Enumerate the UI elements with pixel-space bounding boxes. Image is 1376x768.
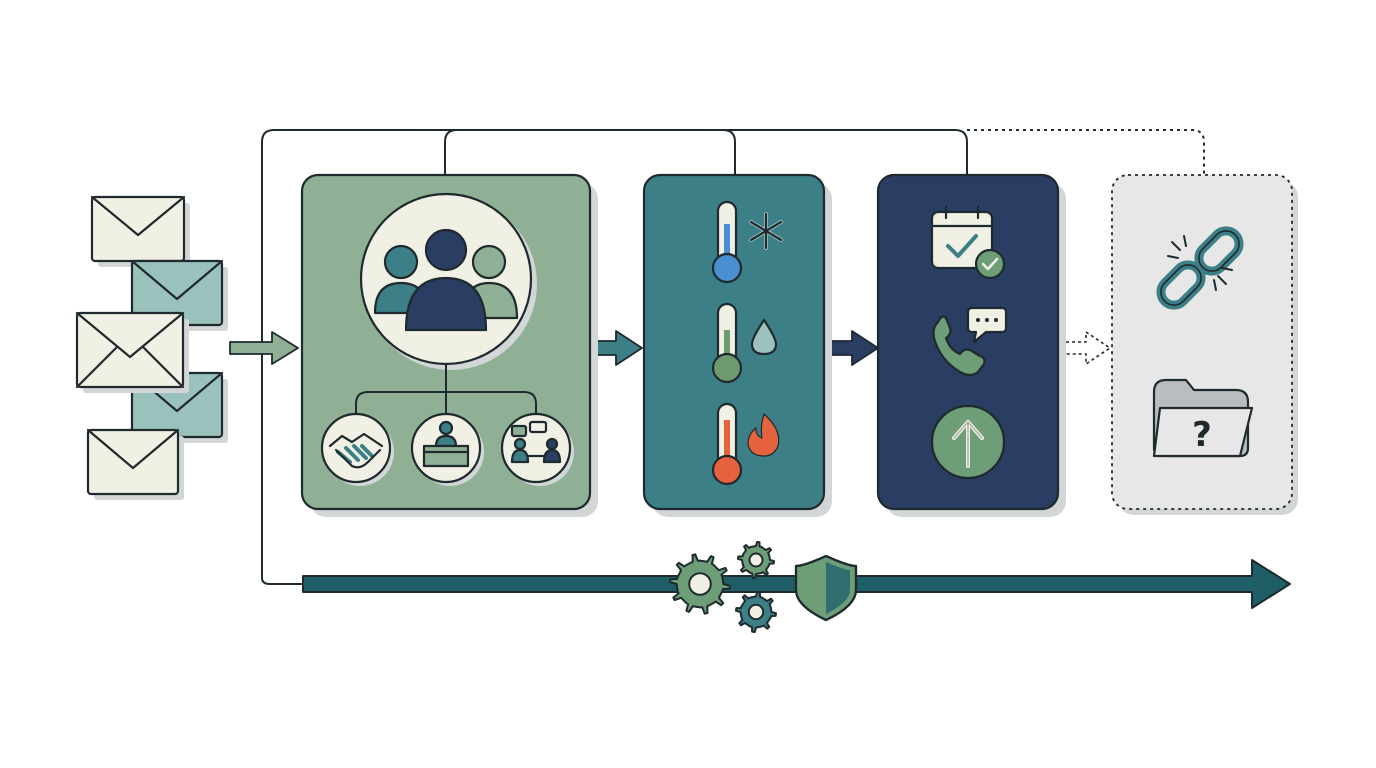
unknown-panel: ? — [1111, 174, 1298, 515]
calendar-check-icon — [930, 204, 1006, 280]
cold-thermometer-icon — [711, 200, 743, 284]
shield-icon — [794, 554, 858, 622]
folder-question-mark: ? — [1192, 415, 1212, 455]
small-gear-bottom-hub — [747, 603, 765, 621]
dashed-arrow-into-unknown — [1059, 331, 1111, 365]
desk-meeting-icon — [410, 412, 484, 486]
snowflake-icon — [749, 212, 783, 250]
folder-question-icon: ? — [1152, 378, 1254, 458]
pipeline-arrow — [261, 559, 1291, 609]
actions-panel — [876, 173, 1066, 517]
upgrade-arrow-icon — [930, 404, 1006, 480]
segmentation-panel — [300, 173, 598, 517]
handshake-icon — [320, 412, 394, 486]
flame-icon — [747, 413, 780, 457]
arrow-into-segmentation — [229, 331, 299, 365]
routing-lines — [261, 129, 1205, 578]
segment-connector-lines — [355, 364, 537, 414]
warm-thermometer-icon — [711, 302, 743, 384]
envelope-stack — [75, 195, 228, 500]
broken-link-icon — [1156, 226, 1244, 310]
conversation-icon — [500, 412, 574, 486]
envelope-icon — [90, 195, 190, 267]
phone-chat-icon — [932, 306, 1008, 377]
envelope-icon — [75, 311, 189, 393]
people-group-icon — [359, 192, 537, 370]
arrow-into-actions — [824, 330, 879, 366]
scoring-panel — [642, 173, 832, 517]
water-drop-icon — [750, 318, 778, 356]
dashed-route-line — [967, 129, 1205, 175]
small-gear-top-hub — [748, 552, 764, 568]
large-gear-hub — [688, 572, 712, 596]
envelope-icon — [86, 428, 184, 500]
gears-icon — [669, 541, 777, 633]
hot-thermometer-icon — [711, 402, 743, 486]
